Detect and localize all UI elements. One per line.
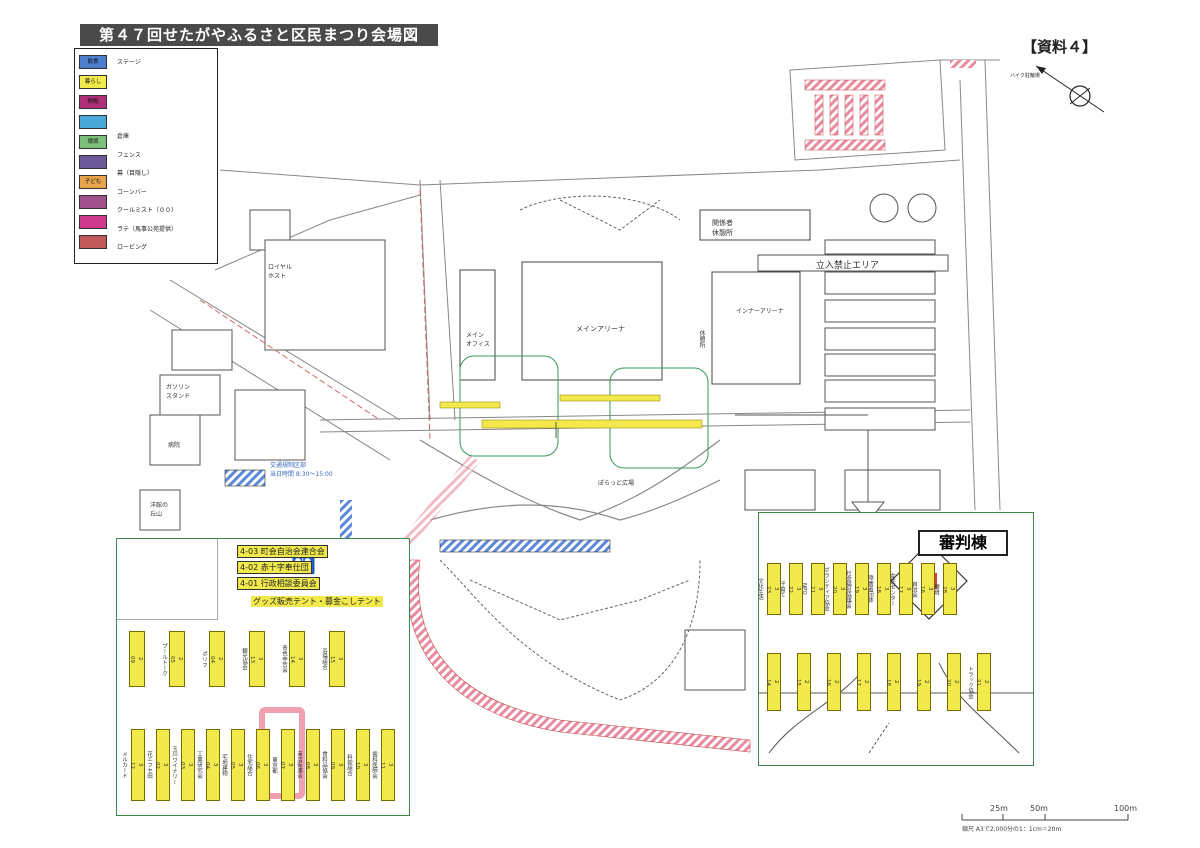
rest-area-label: 休憩所 (698, 330, 705, 348)
booth: 3 10 料飲組合 (346, 729, 370, 801)
booth: 2 18 (885, 653, 901, 711)
legend-item-label: コーンバー (117, 188, 147, 196)
tent-label: 4-01 行政相談委員会 (237, 577, 320, 590)
booth: 2 16 (825, 653, 841, 711)
legend-swatch (79, 235, 107, 249)
main-arena-label: メインアリーナ (576, 325, 625, 333)
scale-100m: 100m (1114, 804, 1138, 813)
booth: 2 15 (795, 653, 811, 711)
booth: 3 18 障害者団体 (867, 563, 891, 615)
legend-swatch: 環境 (79, 135, 107, 149)
booth: 2 04 ポリフ (201, 631, 225, 687)
legend-item-label: 倉庫 (117, 133, 130, 140)
booth: 3 20 ボランティア協会 (823, 563, 847, 615)
map-title: 第４７回せたがやふるさと区民まつり会場図 (80, 24, 438, 46)
bike-parking-label: バイク駐輪場 (1010, 73, 1040, 79)
legend-swatch: 飲食 (79, 55, 107, 69)
legend: 飲食暮らし物販環境子ども ステージ倉庫フェンス幕（目隠し） コーンバークールミスト（… (74, 48, 218, 264)
booth: 3 19 社会福祉協議会 (845, 563, 869, 615)
legend-swatch (79, 215, 107, 229)
booth: 2 05 プールトーク (161, 631, 185, 687)
booth: 3 12 メルカード (121, 729, 145, 801)
center-plaza-label: ぽらっど広場 (598, 480, 635, 487)
booth: 2 14 (765, 653, 781, 711)
staff-rest-label: 関係者 休憩所 (712, 219, 733, 237)
booth: 3 22 子育て (779, 563, 803, 615)
booth: 3 07 東京都 (271, 729, 295, 801)
document-label: 【資料４】 (1022, 38, 1098, 56)
booth: 2 17 (855, 653, 871, 711)
booth: 3 11 歯科医師会 (371, 729, 395, 801)
booth: 3 04 工業研究会 (196, 729, 220, 801)
booth: 3 08 商店街連合 (296, 729, 320, 801)
booth: 3 21 NPO (801, 563, 825, 615)
royal-host-label: ロイヤル ホスト (268, 264, 292, 280)
booth: 3 05 宅地建物 (221, 729, 245, 801)
scale-50m: 50m (1030, 804, 1048, 813)
legend-swatch: 子ども (79, 175, 107, 189)
booth: 3 16 自治会 (911, 563, 935, 615)
scale-25m: 25m (990, 804, 1008, 813)
traffic-control-label: 交通規制区部 当日時間 8:30〜15:00 (270, 462, 333, 478)
tent-label: 4-02 赤十字奉仕団 (237, 561, 312, 574)
hospital-label: 病院 (168, 442, 181, 449)
legend-item-label: ステージ (117, 59, 141, 66)
gas-station-label: ガソリン スタンド (166, 384, 191, 400)
legend-swatch: 暮らし (79, 75, 107, 89)
legend-swatch (79, 195, 107, 209)
booth: 3 13 観光協会 (241, 631, 265, 687)
legend-item-label: 幕（目隠し） (117, 170, 154, 177)
booth: 3 14 青色申告会 (281, 631, 305, 687)
legend-item-label: クールミスト（００） (117, 207, 178, 214)
booth: 3 06 住宅組合 (246, 729, 270, 801)
booth: 2 21 トラック協会 (967, 653, 991, 711)
no-entry-label: 立入禁止エリア (816, 261, 880, 271)
main-office-label: メイン オフィス (466, 332, 490, 348)
booth: 3 03 玉川ワイナリー (171, 729, 195, 801)
legend-item-label: ラテ（馬事公苑提供） (117, 225, 178, 233)
legend-item-label: フェンス (117, 151, 141, 159)
tent-label: 4-03 町会自治会連合会 (237, 545, 328, 558)
booth: 2 20 (945, 653, 961, 711)
booth: 3 15 浴場組合 (321, 631, 345, 687)
legend-swatch (79, 155, 107, 169)
booth: 3 28 環境 (933, 563, 957, 615)
inner-arena-label: インナーアリーナ (736, 308, 784, 315)
judge-building-label: 審判棟 (918, 530, 1008, 556)
booth: 3 17 女性センター (889, 563, 913, 615)
western-hill-label: 洋館の 丘山 (150, 502, 169, 518)
north-arrow-icon (1035, 65, 1105, 113)
booth: 2 09 (129, 631, 145, 687)
legend-swatch: 物販 (79, 95, 107, 109)
booth: 3 09 食料品協会 (321, 729, 345, 801)
booth: 3 02 花エフセ田 (146, 729, 170, 801)
goods-tent-label: グッズ販売テント・募金こしテント (251, 596, 383, 607)
booth: 3 23 文化生活 (759, 563, 781, 615)
scale-note: 縮尺 A3で2,000分の1：1cm＝20m (962, 826, 1062, 833)
booth: 2 19 (915, 653, 931, 711)
legend-swatch (79, 115, 107, 129)
legend-item-label: ロービング (117, 244, 148, 251)
